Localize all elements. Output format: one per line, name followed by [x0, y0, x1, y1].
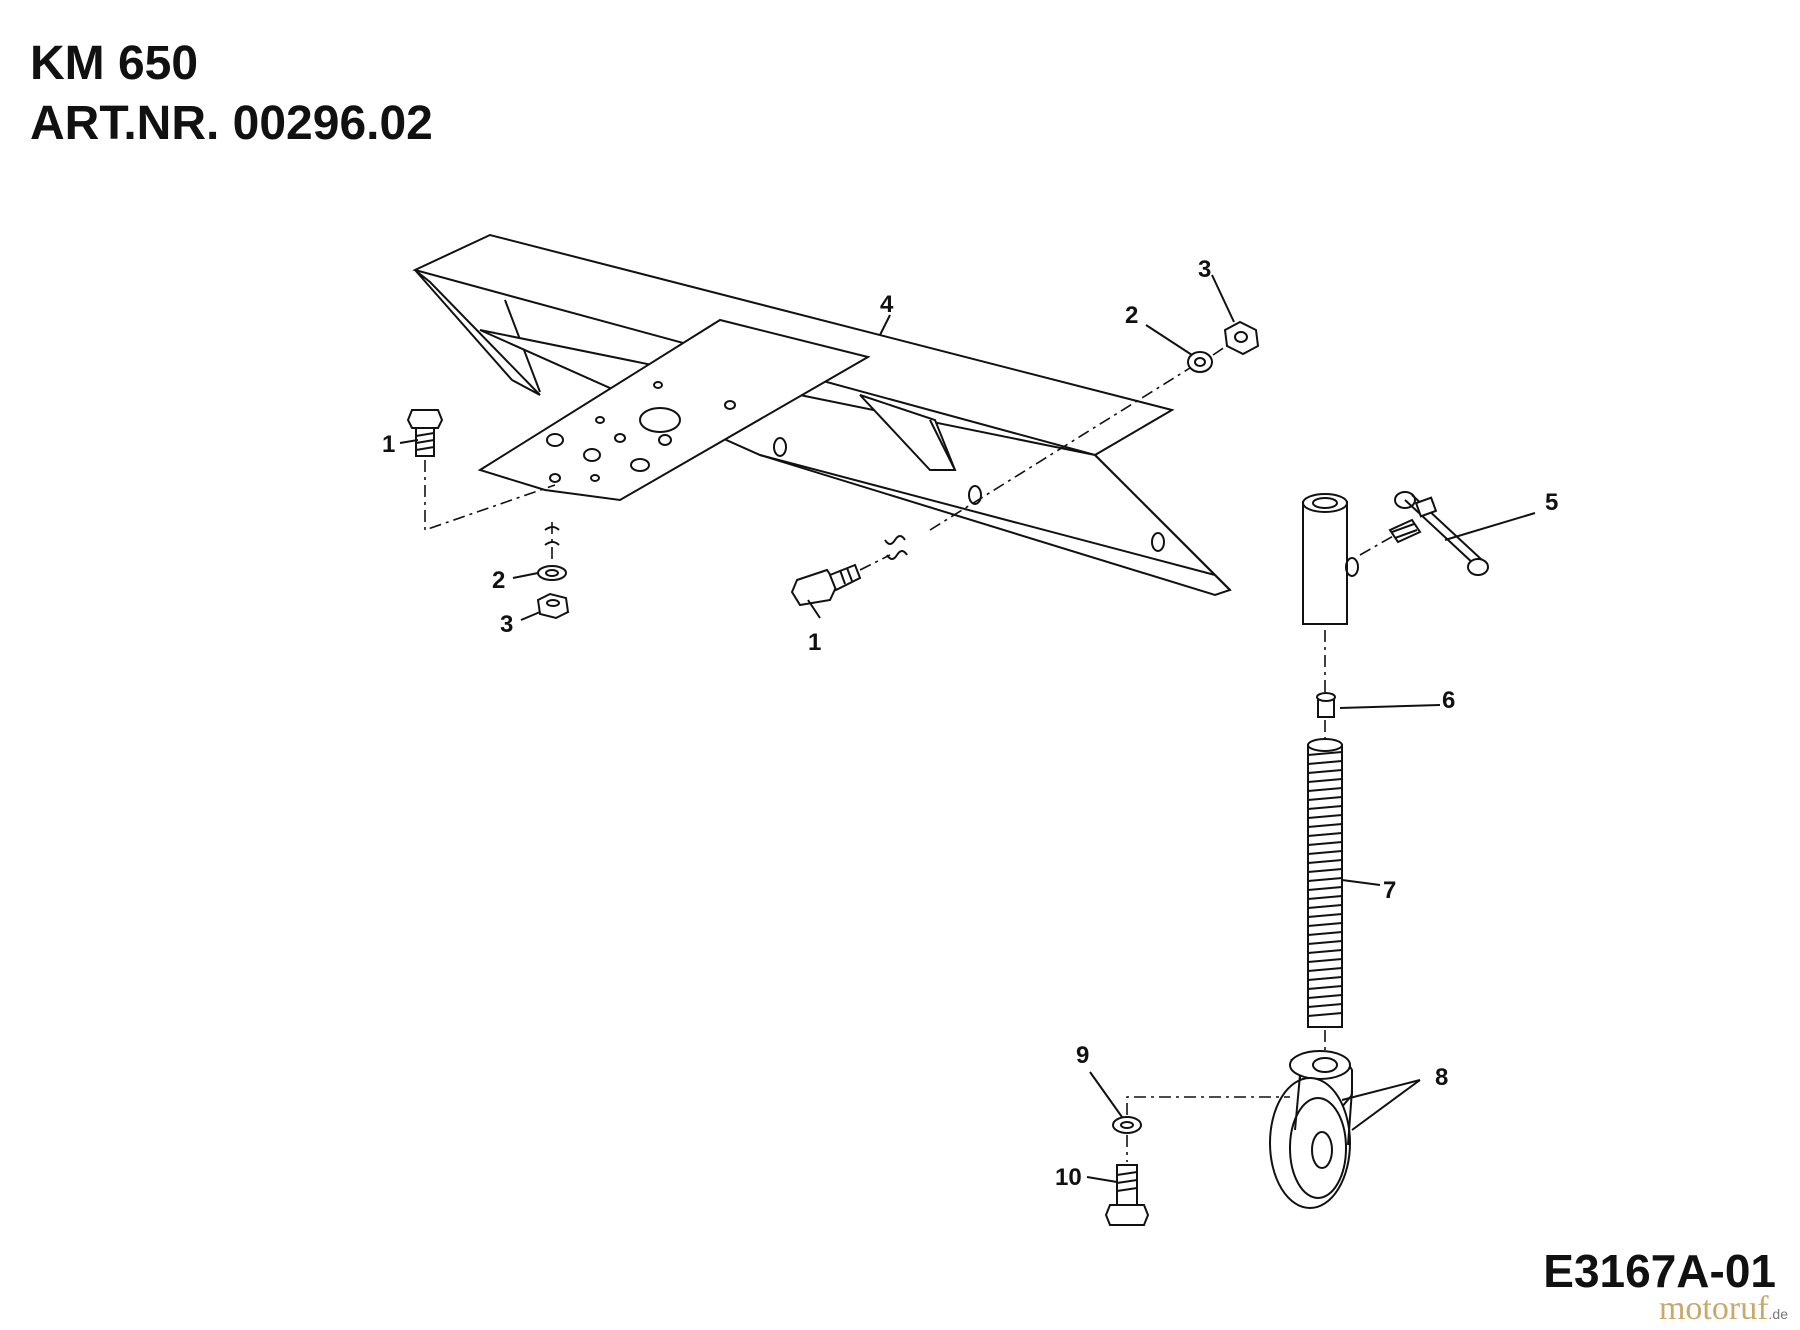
clamp-lever-part-5 — [1388, 491, 1489, 576]
callout-2-right: 2 — [1125, 302, 1138, 329]
model-title: KM 650 — [30, 37, 199, 90]
sleeve-part-6 — [1316, 692, 1336, 718]
callout-2-left: 2 — [492, 567, 505, 594]
nut-part-3-left — [536, 592, 570, 620]
leader-lines — [399, 274, 1536, 1183]
callout-5: 5 — [1545, 489, 1558, 516]
washer-part-9 — [1112, 1116, 1142, 1134]
article-number: ART.NR. 00296.02 — [30, 97, 433, 150]
frame-beam-part-4 — [412, 233, 1359, 625]
callout-8: 8 — [1435, 1064, 1448, 1091]
callout-4: 4 — [880, 291, 894, 318]
callout-1-middle: 1 — [808, 629, 821, 656]
bolt-part-10 — [1104, 1164, 1150, 1226]
callout-3-left: 3 — [500, 611, 513, 638]
assembly-lines — [424, 344, 1396, 1162]
threaded-spindle-part-7 — [1307, 738, 1343, 1028]
bolt-part-1-middle — [790, 563, 862, 607]
callout-10: 10 — [1055, 1164, 1082, 1191]
washer-part-2-left — [537, 565, 567, 581]
callout-3-right: 3 — [1198, 256, 1211, 283]
bolt-part-1-left — [406, 409, 444, 457]
drawing-code: E3167A-01 — [1543, 1245, 1776, 1297]
watermark: motoruf.de — [1659, 1290, 1788, 1328]
washer-part-2-right — [1187, 351, 1213, 373]
callout-1-left: 1 — [382, 431, 395, 458]
callout-labels: 1 1 2 2 3 3 4 5 6 7 8 9 10 — [382, 256, 1558, 1191]
watermark-text: motoruf — [1658, 1290, 1769, 1327]
watermark-tld: .de — [1768, 1306, 1788, 1322]
callout-7: 7 — [1383, 877, 1396, 904]
callout-9: 9 — [1076, 1042, 1089, 1069]
callout-6: 6 — [1442, 687, 1455, 714]
caster-wheel-part-8 — [1269, 1050, 1353, 1209]
nut-part-3-right — [1223, 320, 1260, 356]
